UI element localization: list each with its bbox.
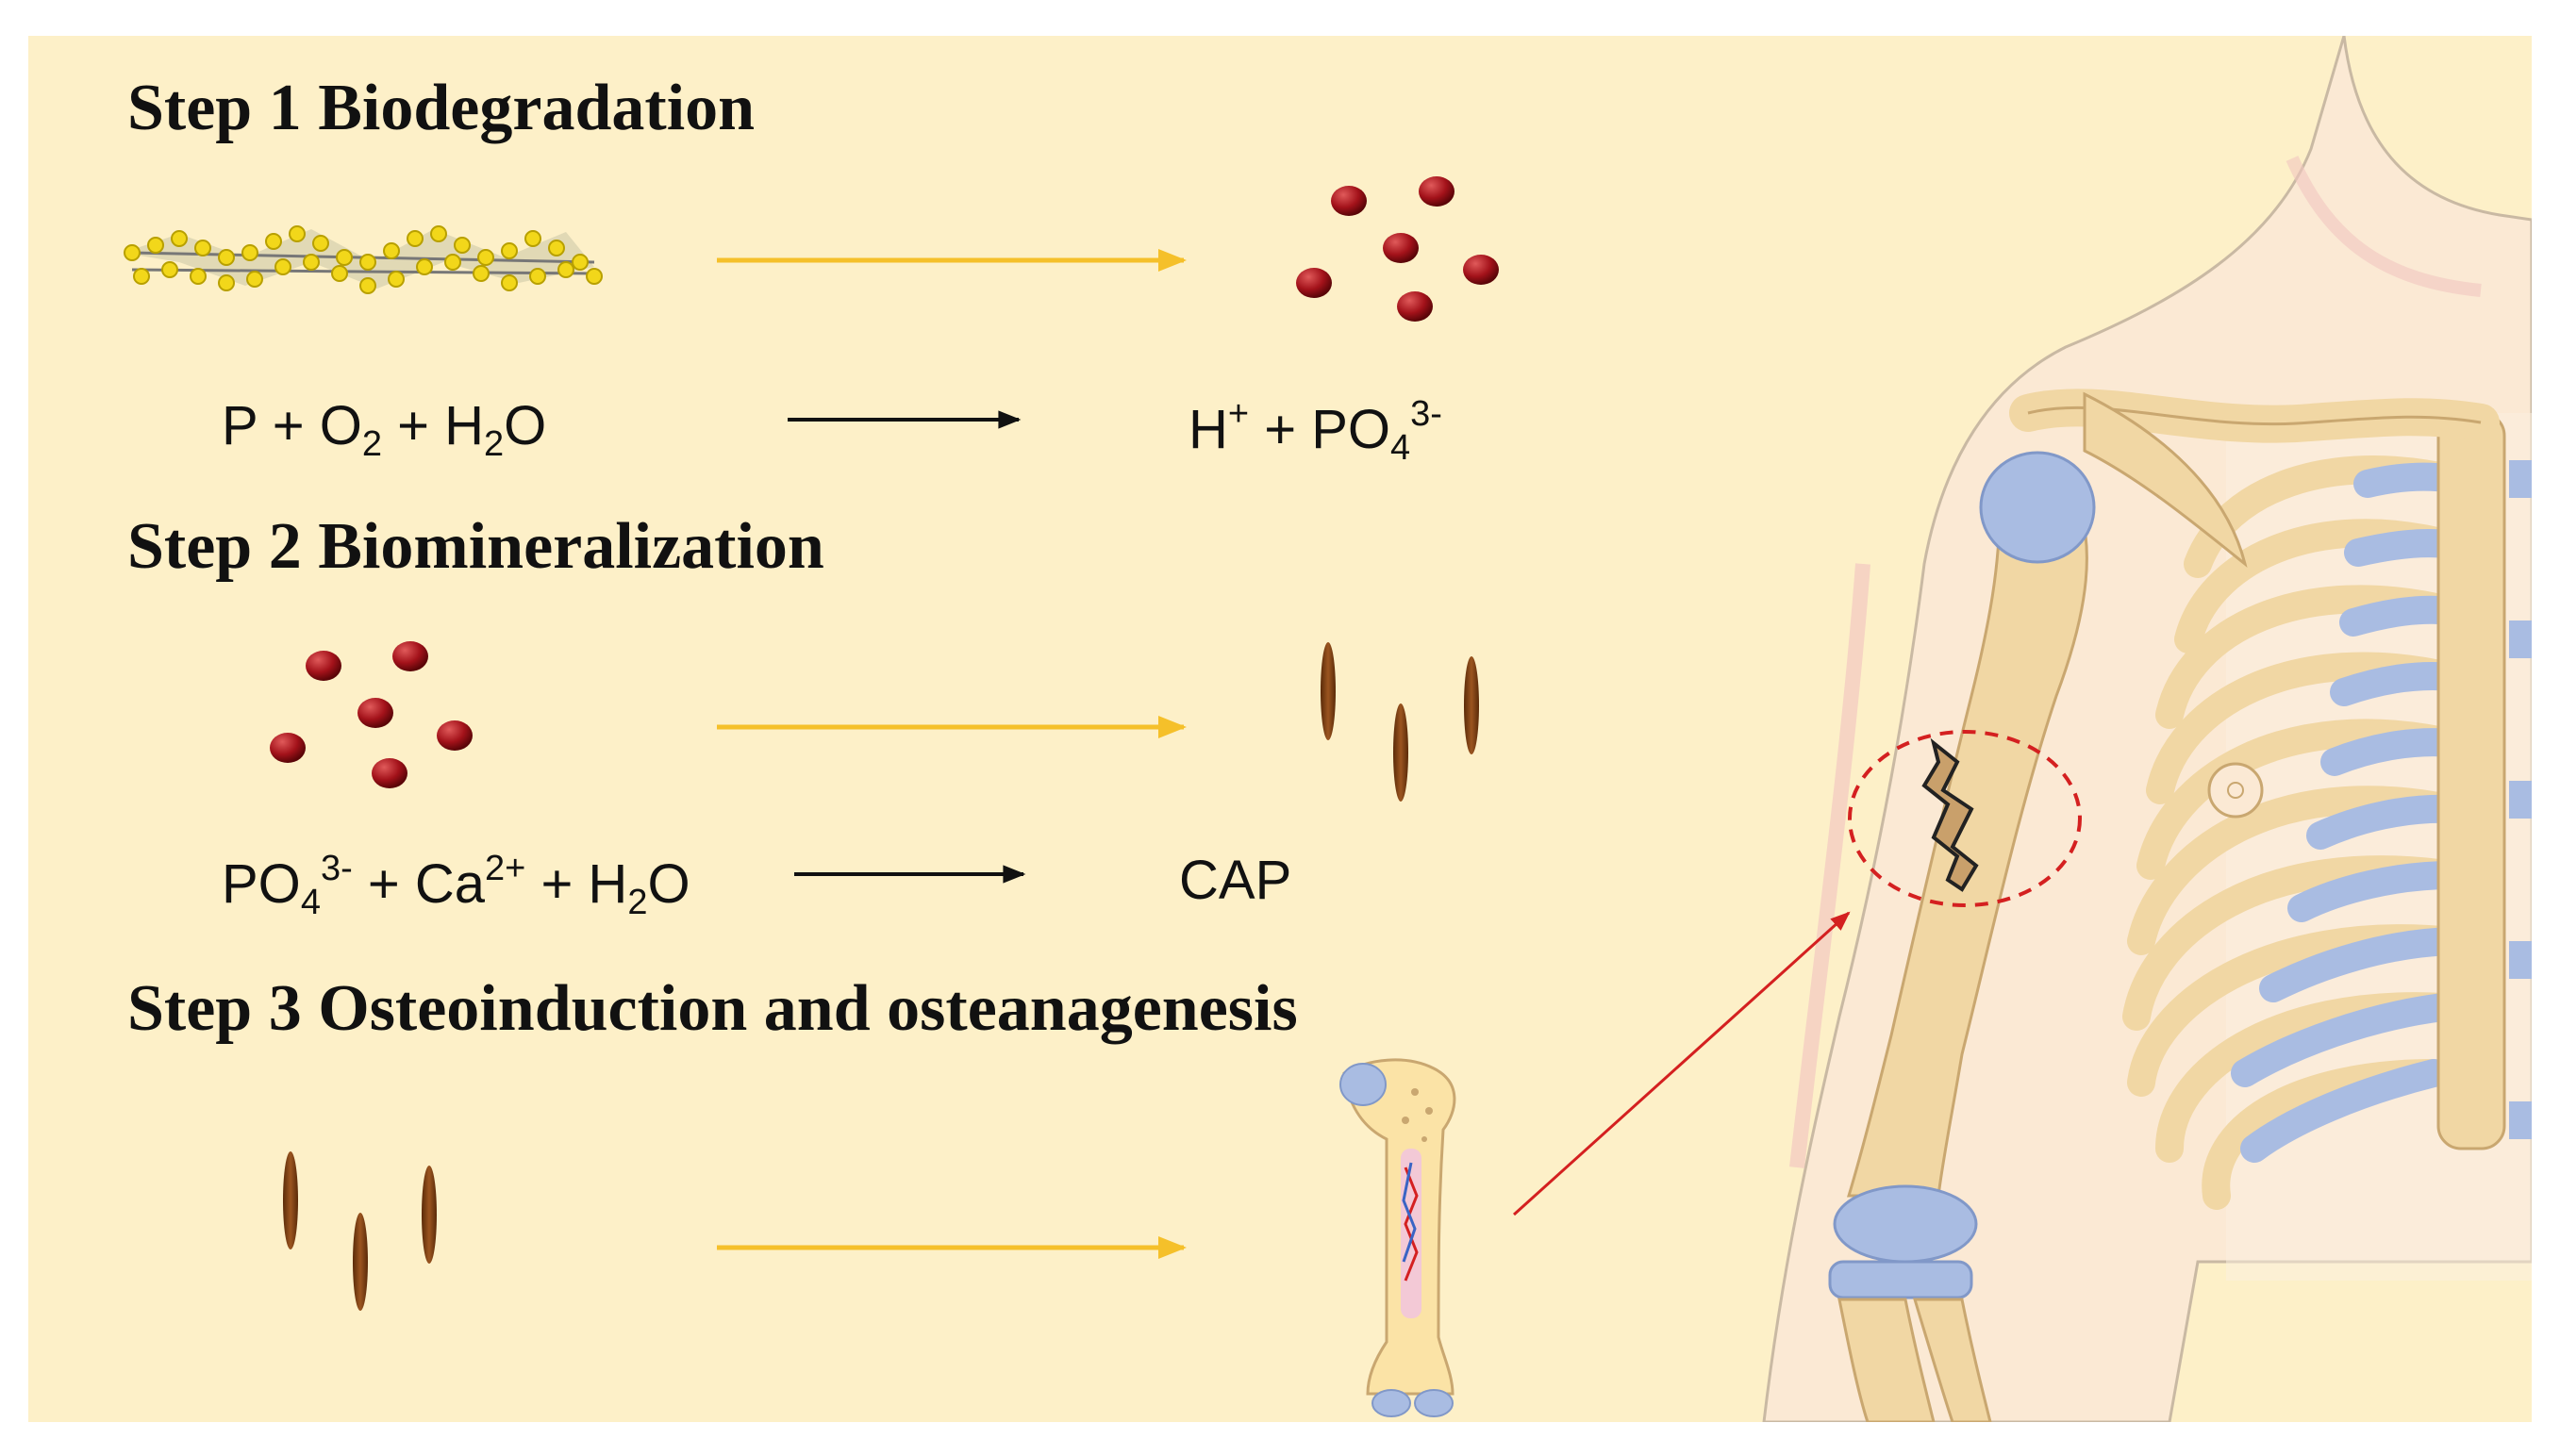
pointer-line bbox=[1512, 911, 1851, 1216]
equation-subscript: 4 bbox=[1390, 428, 1411, 468]
equation-text: O bbox=[647, 853, 690, 915]
equation-superscript: + bbox=[1227, 394, 1250, 434]
equation-text: CAP bbox=[1179, 850, 1292, 911]
equation-text: + Ca bbox=[352, 853, 485, 915]
equation-text: + H bbox=[525, 853, 628, 915]
phosphate-ion-icon bbox=[1296, 176, 1499, 322]
equation-subscript: 2 bbox=[361, 424, 382, 464]
step3-title: Step 3 Osteoinduction and osteanagenesis bbox=[127, 972, 1298, 1045]
step2-equation-lhs: PO43- + Ca2+ + H2O bbox=[222, 849, 690, 923]
diagram-panel: Step 1 Biodegradation Step 2 Biominerali… bbox=[28, 36, 2532, 1422]
phosphorus-sheet-icon bbox=[123, 225, 603, 294]
cap-crystal-icon bbox=[1321, 642, 1479, 802]
equation-text: P + O bbox=[222, 395, 362, 456]
step1-equation-rhs: H+ + PO43- bbox=[1189, 394, 1442, 469]
equation-subscript: 4 bbox=[300, 883, 321, 922]
equation-text: PO bbox=[222, 853, 301, 915]
step2-title: Step 2 Biomineralization bbox=[127, 510, 824, 583]
skeleton-torso-icon bbox=[1762, 36, 2532, 1422]
equation-subscript: 2 bbox=[627, 883, 648, 922]
step1-title: Step 1 Biodegradation bbox=[127, 72, 756, 144]
equation-text: + PO bbox=[1249, 399, 1390, 460]
diagram-graphics bbox=[123, 36, 2532, 1422]
phosphate-ion-icon-step2 bbox=[270, 641, 473, 788]
femur-bone-icon bbox=[1339, 1058, 1456, 1417]
equation-superscript: 3- bbox=[320, 849, 353, 888]
equation-subscript: 2 bbox=[484, 424, 505, 464]
equation-superscript: 3- bbox=[1410, 394, 1442, 434]
equation-text: H bbox=[1189, 399, 1228, 460]
fracture-highlight-circle bbox=[1848, 730, 2082, 907]
equation-text: + H bbox=[382, 395, 484, 456]
step1-equation-lhs: P + O2 + H2O bbox=[222, 394, 546, 465]
step2-equation-rhs: CAP bbox=[1179, 849, 1291, 912]
equation-superscript: 2+ bbox=[485, 849, 526, 888]
cap-crystal-icon-step3 bbox=[283, 1151, 437, 1311]
equation-text: O bbox=[504, 395, 547, 456]
